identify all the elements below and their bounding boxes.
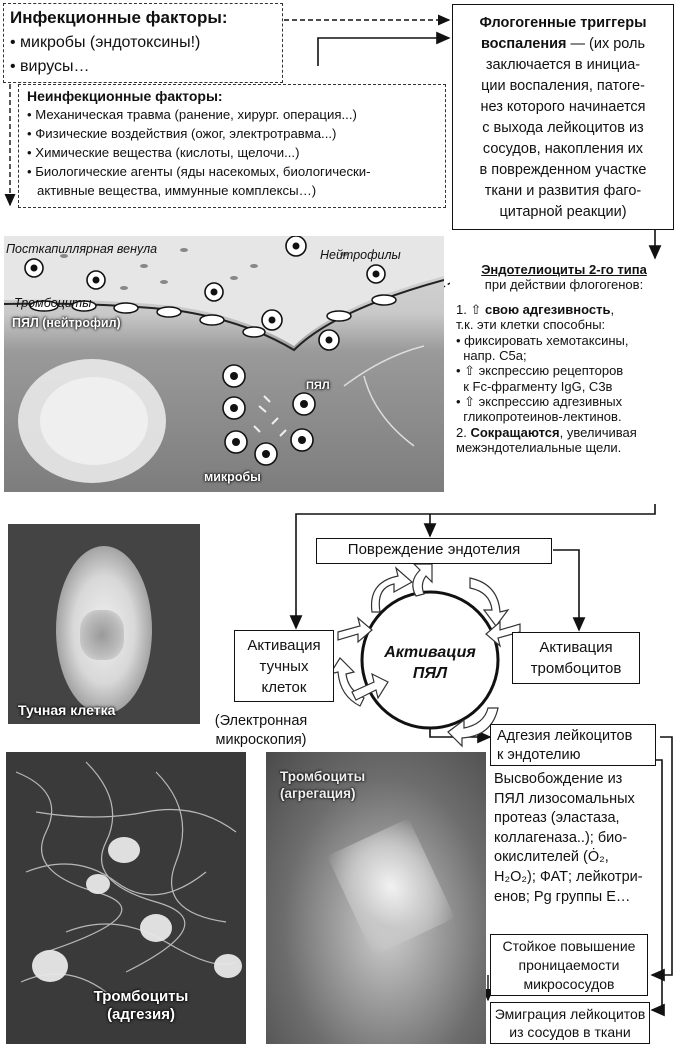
- noninfectious-item-biological: • Биологические агенты (яды насекомых, б…: [27, 164, 371, 179]
- noninfectious-item-chemical: • Химические вещества (кислоты, щелочи..…: [27, 145, 300, 160]
- platelet-adhesion-photo: Тромбоциты(адгезия): [6, 752, 246, 1044]
- phlogogenic-triggers-box: Флогогенные триггеры воспаления — (их ро…: [452, 4, 674, 230]
- endothelial-heading: Эндотелиоциты 2-го типа при действии фло…: [450, 262, 678, 293]
- noninfectious-factors-box: Неинфекционные факторы: • Механическая т…: [18, 84, 446, 208]
- noninfectious-item-mechanical: • Механическая травма (ранение, хирург. …: [27, 107, 357, 122]
- venule-illustration: Посткапиллярная венула Нейтрофилы Тромбо…: [4, 236, 444, 492]
- noninfectious-item-physical: • Физические воздействия (ожог, электрот…: [27, 126, 337, 141]
- platelet-adhesion-label: Тромбоциты(адгезия): [93, 988, 189, 1023]
- mast-cell-photo: Тучная клетка: [8, 524, 200, 724]
- endothelial-damage-box: Повреждение эндотелия: [316, 538, 552, 564]
- platelet-aggregation-photo: Тромбоциты(агрегация): [266, 752, 486, 1044]
- pmn-neutrophil-label: ПЯЛ (нейтрофил): [12, 316, 121, 330]
- triggers-title-2: воспаления: [480, 36, 567, 52]
- noninfectious-item-biological-cont: активные вещества, иммунные комплексы…): [37, 183, 317, 198]
- venule-drawing: [4, 236, 444, 483]
- platelet-aggregation-label: Тромбоциты(агрегация): [280, 769, 366, 801]
- endothelial-title: Эндотелиоциты 2-го типа: [481, 262, 647, 277]
- platelets-label: Тромбоциты: [14, 296, 92, 310]
- endothelial-cells-block: Эндотелиоциты 2-го типа при действии фло…: [450, 262, 678, 504]
- venule-label: Посткапиллярная венула: [6, 242, 158, 256]
- infectious-factors-box: Инфекционные факторы: • микробы (эндоток…: [3, 3, 283, 83]
- microbes-label: микробы: [204, 470, 261, 484]
- infectious-title: Инфекционные факторы:: [10, 8, 228, 27]
- adhesiveness-text: свою адгезивность: [484, 302, 611, 317]
- infectious-item-microbes: • микробы (эндотоксины!): [10, 34, 201, 51]
- adhesion-texture: [15, 761, 242, 993]
- noninfectious-title: Неинфекционные факторы:: [27, 88, 223, 104]
- infectious-item-viruses: • вирусы…: [10, 58, 90, 75]
- protease-release-text: Высвобождение из ПЯЛ лизосомальных проте…: [494, 771, 643, 905]
- contract-text: Сокращаются: [470, 424, 560, 440]
- pmn-short-label: ПЯЛ: [306, 380, 330, 392]
- endothelial-subtitle: при действии флогогенов:: [484, 277, 644, 293]
- triggers-text: Флогогенные триггеры воспаления — (их ро…: [479, 15, 647, 220]
- neutrophils-label: Нейтрофилы: [320, 248, 401, 262]
- triggers-title-1: Флогогенные триггеры: [479, 15, 647, 31]
- mast-cell-label: Тучная клетка: [18, 702, 116, 718]
- endothelial-list: 1. ⇧ свою адгезивность, т.к. эти клетки …: [456, 302, 637, 455]
